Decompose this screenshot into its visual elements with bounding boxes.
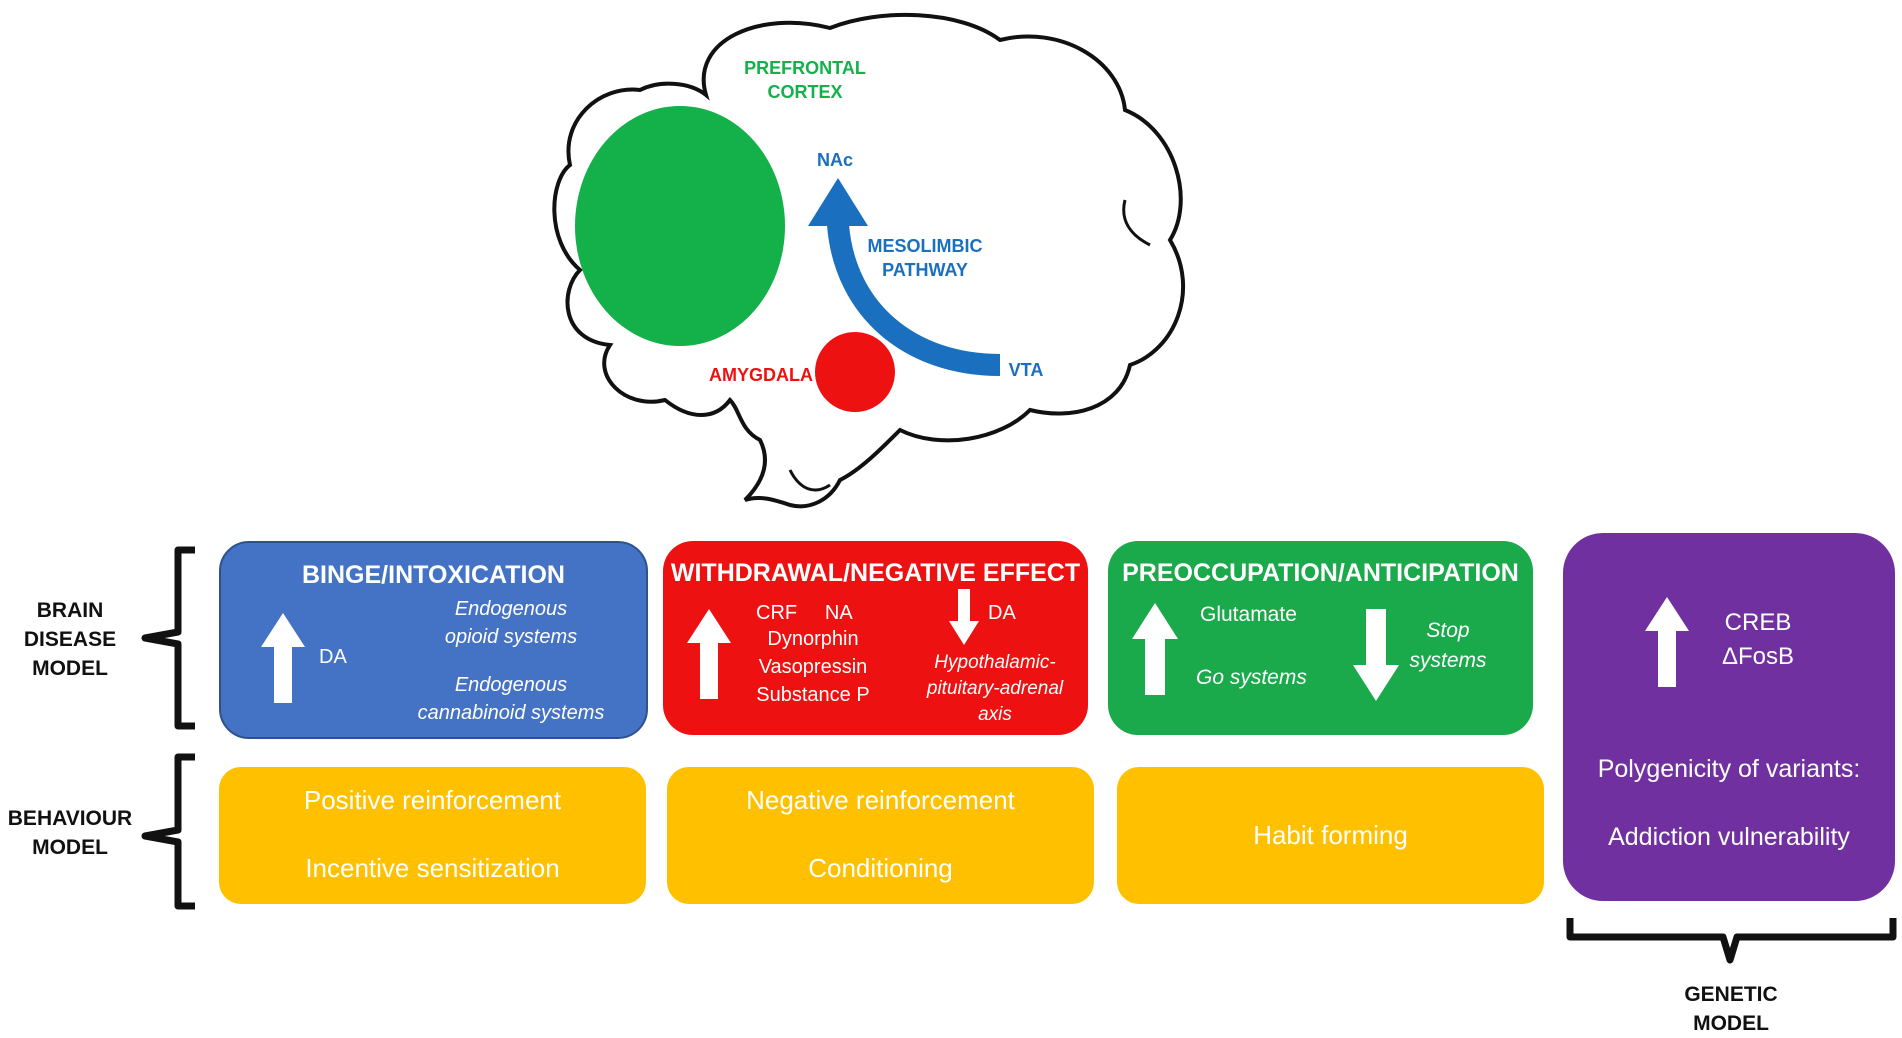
up-arrow-icon [1645, 597, 1689, 687]
withdrawal-da-text: DA [988, 602, 1016, 624]
mesolimbic-pathway-arrow [827, 223, 1001, 376]
binge-cannabinoid-text: Endogenous cannabinoid systems [417, 674, 605, 724]
down-arrow-icon [949, 589, 979, 645]
withdrawal-hpa-text: Hypothalamic- pituitary-adrenal axis [926, 652, 1064, 725]
nac-arrowhead [808, 178, 868, 226]
up-arrow-icon [687, 609, 731, 699]
addiction-vulnerability-text: Addiction vulnerability [1608, 823, 1850, 851]
brain-disease-bracket [141, 546, 195, 730]
brain-stem-fold [788, 469, 831, 492]
withdrawal-negative-effect-box: WITHDRAWAL/NEGATIVE EFFECT CRF NA Dynorp… [663, 541, 1088, 735]
behaviour-box-1: Positive reinforcement Incentive sensiti… [219, 767, 646, 904]
behaviour-box-3: Habit forming [1117, 767, 1544, 904]
prefrontal-cortex-label: PREFRONTAL CORTEX [744, 58, 866, 102]
withdrawal-crf-na-text: CRF NA [756, 602, 853, 624]
negative-reinforcement-text: Negative reinforcement [746, 785, 1015, 815]
binge-title: BINGE/INTOXICATION [302, 561, 565, 589]
genetic-box: CREB ΔFosB Polygenicity of variants: Add… [1563, 533, 1895, 901]
binge-da-text: DA [319, 646, 347, 668]
behaviour-box-2: Negative reinforcement Conditioning [667, 767, 1094, 904]
withdrawal-title: WITHDRAWAL/NEGATIVE EFFECT [670, 559, 1081, 587]
creb-fosb-text: CREB ΔFosB [1721, 609, 1795, 670]
nac-label: NAc [816, 150, 853, 170]
go-systems-text: Go systems [1196, 666, 1307, 689]
glutamate-text: Glutamate [1200, 603, 1297, 626]
down-arrow-icon [1353, 609, 1399, 701]
up-arrow-icon [261, 613, 305, 703]
positive-reinforcement-text: Positive reinforcement [303, 785, 562, 815]
brain-illustration [552, 12, 1186, 509]
brain-disease-model-label: BRAIN DISEASE MODEL [23, 599, 117, 680]
polygenicity-text: Polygenicity of variants: [1597, 755, 1861, 783]
mesolimbic-pathway-label: MESOLIMBIC PATHWAY [867, 236, 983, 280]
genetic-model-label: GENETIC MODEL [1684, 983, 1778, 1035]
incentive-sensitization-text: Incentive sensitization [305, 853, 560, 883]
behaviour-model-label: BEHAVIOUR MODEL [7, 807, 133, 859]
conditioning-text: Conditioning [808, 853, 953, 883]
binge-opioid-text: Endogenous opioid systems [444, 598, 578, 648]
vta-label: VTA [1008, 360, 1044, 380]
withdrawal-up-list: Dynorphin Vasopressin Substance P [756, 628, 870, 706]
habit-forming-text: Habit forming [1253, 820, 1408, 850]
genetic-bracket [1566, 918, 1897, 964]
amygdala-label: AMYGDALA [709, 365, 813, 385]
preoccupation-anticipation-box: PREOCCUPATION/ANTICIPATION Glutamate Go … [1108, 541, 1533, 735]
prefrontal-cortex-shape [575, 106, 785, 346]
up-arrow-icon [1132, 603, 1178, 695]
amygdala-shape [815, 332, 895, 412]
stop-systems-text: Stop systems [1409, 619, 1487, 672]
brain-fold [1122, 199, 1151, 247]
binge-intoxication-box: BINGE/INTOXICATION DA Endogenous opioid … [219, 541, 648, 739]
preoccupation-title: PREOCCUPATION/ANTICIPATION [1122, 559, 1519, 587]
behaviour-bracket [141, 753, 195, 910]
